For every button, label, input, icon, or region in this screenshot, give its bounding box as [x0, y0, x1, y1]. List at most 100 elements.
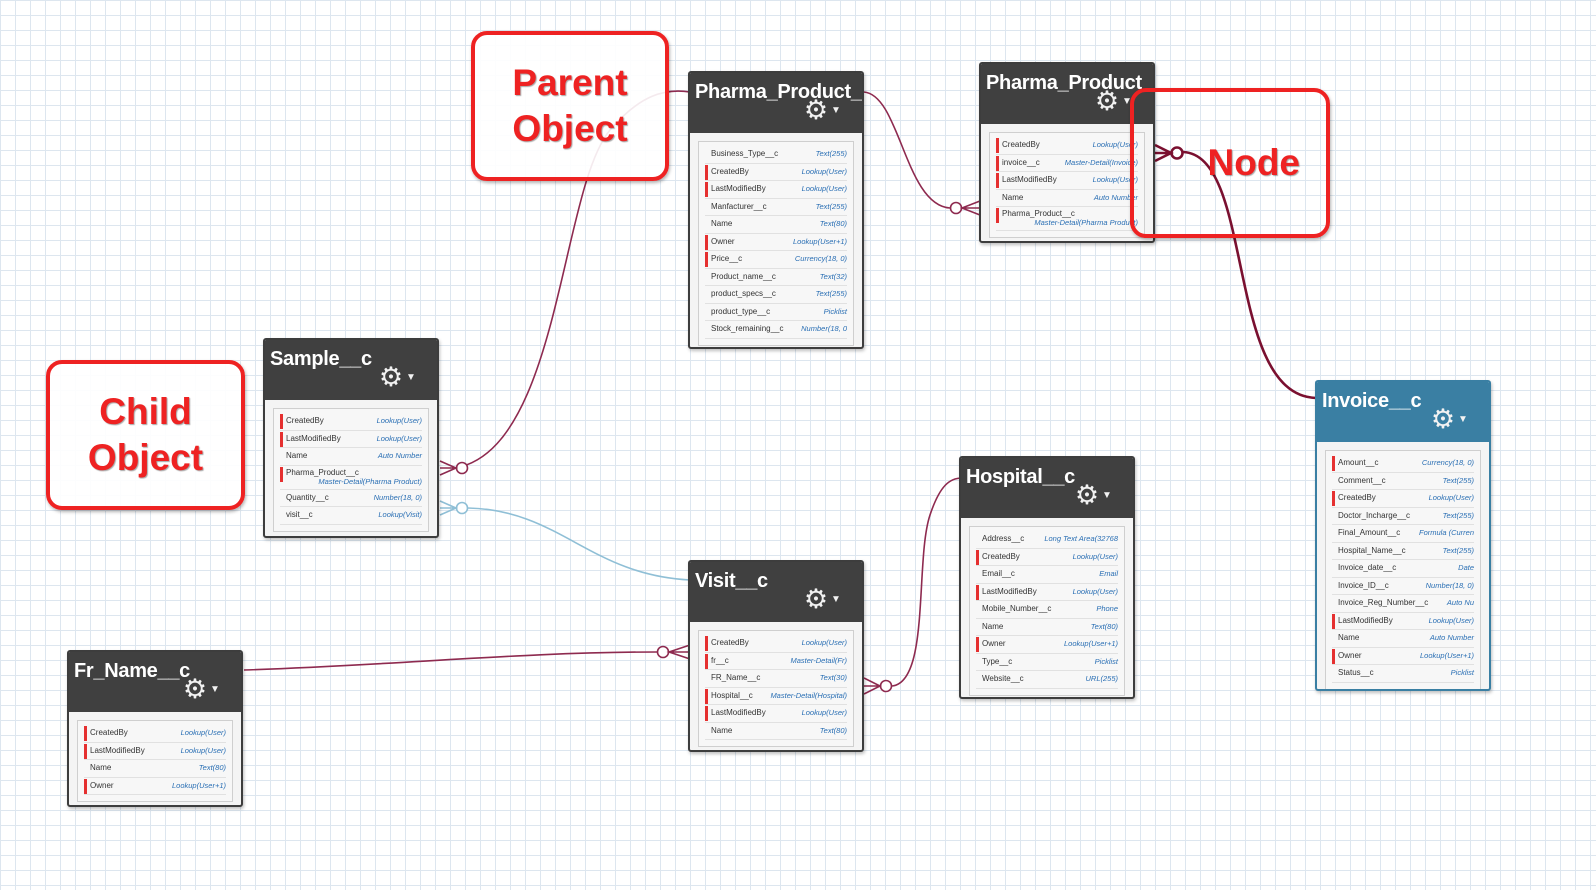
- field-type: Lookup(User): [376, 416, 422, 425]
- field-name: visit__c: [286, 510, 313, 519]
- chevron-down-icon[interactable]: ▼: [1102, 490, 1112, 501]
- chevron-down-icon[interactable]: ▼: [1458, 414, 1468, 425]
- chevron-down-icon[interactable]: ▼: [831, 105, 841, 116]
- field-name: CreatedBy: [711, 166, 749, 176]
- object-header[interactable]: Invoice__c ⚙ ▼: [1317, 382, 1489, 442]
- field-name: FR_Name__c: [711, 673, 761, 682]
- line-visit-to-hospital: [891, 477, 963, 687]
- field-name: Invoice_ID__c: [1338, 580, 1389, 590]
- gear-icon[interactable]: ⚙: [378, 362, 404, 392]
- field-type: Lookup(User): [1428, 615, 1474, 625]
- field-type: Long Text Area(32768: [1044, 534, 1118, 543]
- field-name: Pharma_Product__c: [286, 467, 359, 477]
- chevron-down-icon[interactable]: ▼: [210, 684, 220, 695]
- field-type: Picklist: [823, 306, 847, 316]
- object-header[interactable]: Fr_Name__c ⚙ ▼: [69, 652, 241, 712]
- field-type: Text(255): [1442, 510, 1474, 520]
- callout-node: Node: [1130, 88, 1330, 238]
- object-header[interactable]: Sample__c ⚙ ▼: [265, 340, 437, 400]
- field-name: CreatedBy: [711, 638, 749, 647]
- gear-icon[interactable]: ⚙: [182, 674, 208, 704]
- object-header[interactable]: Pharma_Product_ ⚙ ▼: [690, 73, 862, 133]
- gear-icon[interactable]: ⚙: [1430, 404, 1456, 434]
- callout-line: Object: [87, 437, 204, 478]
- chevron-down-icon[interactable]: ▼: [1122, 96, 1132, 107]
- line-frname-to-visit: [243, 651, 658, 671]
- chevron-down-icon[interactable]: ▼: [831, 594, 841, 605]
- gear-icon[interactable]: ⚙: [1074, 480, 1100, 510]
- object-header[interactable]: Hospital__c ⚙ ▼: [961, 458, 1133, 518]
- gear-icon[interactable]: ⚙: [803, 95, 829, 125]
- gear-icon[interactable]: ⚙: [1094, 86, 1120, 116]
- object-header[interactable]: Visit__c ⚙ ▼: [690, 562, 862, 622]
- object-header[interactable]: Pharma_Product ⚙ ▼: [981, 64, 1153, 124]
- chevron-down-icon[interactable]: ▼: [406, 372, 416, 383]
- gear-icon[interactable]: ⚙: [803, 584, 829, 614]
